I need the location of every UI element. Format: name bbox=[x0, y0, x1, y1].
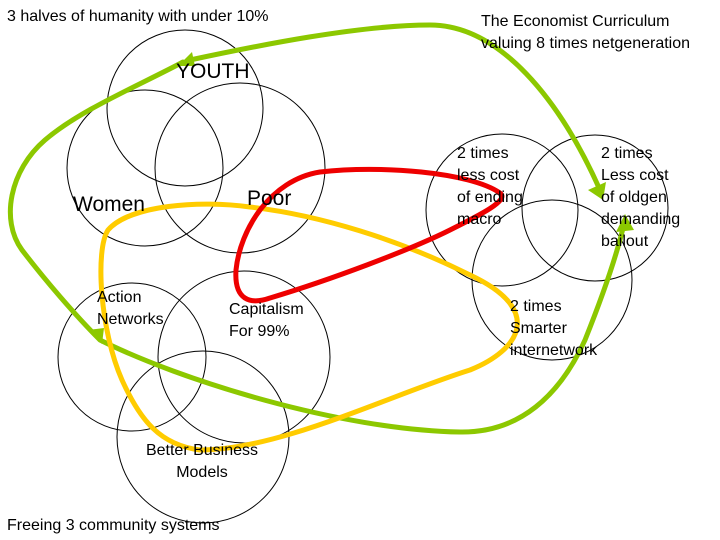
label-poor: Poor bbox=[247, 187, 292, 210]
caption-top-left: 3 halves of humanity with under 10% bbox=[7, 8, 269, 25]
green-loop bbox=[7, 59, 627, 435]
yellow-loop bbox=[98, 201, 520, 453]
red-loop bbox=[233, 166, 505, 304]
green-arrowhead-oldgen bbox=[588, 182, 606, 200]
label-business: Better Business Models bbox=[145, 442, 259, 481]
green-arrowhead-youth bbox=[178, 52, 195, 66]
label-capitalism: Capitalism For 99% bbox=[229, 301, 304, 340]
green-arrowhead-action bbox=[88, 328, 104, 344]
circle-smarter bbox=[471, 199, 633, 361]
circle-action-networks bbox=[57, 282, 207, 432]
label-women: Women bbox=[73, 193, 145, 216]
caption-bottom-left: Freeing 3 community systems bbox=[7, 517, 220, 534]
label-macro: 2 times less cost of ending macro bbox=[457, 145, 523, 228]
green-arrowhead-right bbox=[616, 214, 634, 232]
label-smarter: 2 times Smarter internetwork bbox=[510, 298, 598, 359]
circle-women bbox=[66, 89, 224, 247]
caption-top-right: The Economist Curriculum valuing 8 times… bbox=[481, 13, 691, 52]
green-loop-top bbox=[187, 22, 603, 193]
circle-poor bbox=[154, 82, 326, 254]
label-oldgen: 2 times Less cost of oldgen demanding ba… bbox=[601, 145, 681, 250]
label-youth: YOUTH bbox=[176, 60, 250, 83]
circle-macro bbox=[425, 133, 579, 287]
label-action-networks: Action Networks bbox=[97, 289, 164, 328]
circle-youth bbox=[106, 29, 264, 187]
circle-oldgen bbox=[521, 134, 669, 282]
